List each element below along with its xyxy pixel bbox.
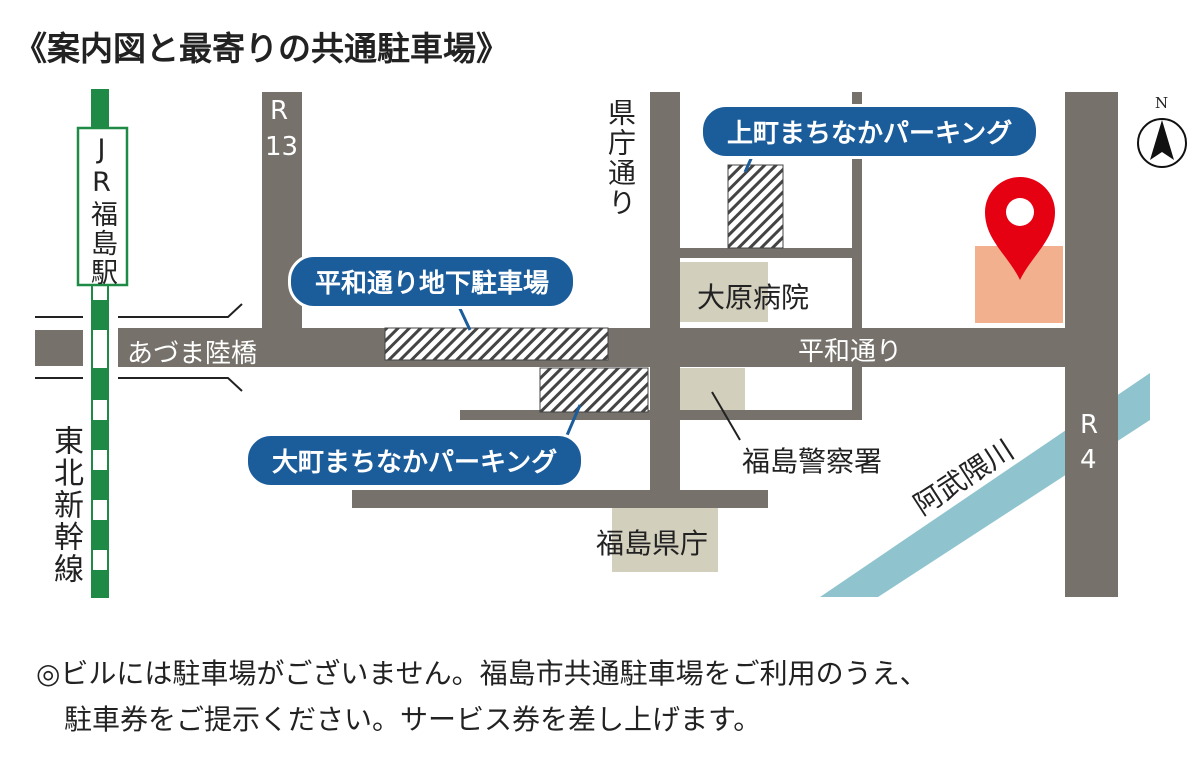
road-thin-h bbox=[680, 248, 862, 258]
road-kencho bbox=[650, 92, 680, 497]
shinkansen-label: 東北新幹線 bbox=[48, 425, 83, 585]
r13-label: R bbox=[270, 96, 289, 126]
page-title: 《案内図と最寄りの共通駐車場》 bbox=[14, 29, 509, 68]
location-pin-icon bbox=[985, 177, 1055, 280]
road-r4 bbox=[1065, 92, 1118, 597]
bridge-lines bbox=[35, 303, 243, 392]
r4-number: 4 bbox=[1080, 445, 1097, 475]
hospital-label: 大原病院 bbox=[697, 281, 810, 314]
r4-label: R bbox=[1080, 410, 1099, 440]
police-leader bbox=[711, 391, 741, 441]
road-azuma-left bbox=[35, 330, 83, 366]
kencho-dori-label: 県庁通り bbox=[604, 98, 637, 218]
parking-kamimachi-label: 上町まちなかパーキング bbox=[700, 104, 1040, 159]
police-label: 福島警察署 bbox=[742, 445, 883, 478]
footer-line-1: ◎ビルには駐車場がございません。福島市共通駐車場をご利用のうえ、 bbox=[36, 657, 928, 690]
parking-omachi-area bbox=[539, 367, 649, 413]
prefecture-building bbox=[612, 508, 718, 572]
road-south bbox=[352, 490, 768, 508]
hospital-building bbox=[680, 262, 768, 322]
parking-heiwa-underground-area bbox=[384, 327, 609, 361]
police-building bbox=[680, 368, 745, 410]
heiwa-dori-label: 平和通り bbox=[798, 337, 903, 367]
parking-omachi-label: 大町まちなかパーキング bbox=[245, 433, 585, 488]
azuma-bridge-label: あづま陸橋 bbox=[127, 339, 258, 369]
r13-number: 13 bbox=[265, 132, 299, 162]
road-thin-v bbox=[852, 92, 862, 415]
parking-kamimachi-area bbox=[727, 164, 784, 249]
parking-heiwa-underground-label: 平和通り地下駐車場 bbox=[288, 254, 577, 309]
compass-north-label: N bbox=[1155, 94, 1169, 112]
rail-stripes bbox=[93, 90, 107, 597]
station-box bbox=[76, 126, 129, 287]
station-label: JR福島駅 bbox=[86, 134, 117, 287]
compass-icon bbox=[1137, 118, 1187, 168]
road-small-h bbox=[460, 410, 862, 420]
footer-line-2: 駐車券をご提示ください。サービス券を差し上げます。 bbox=[64, 703, 762, 736]
prefecture-label: 福島県庁 bbox=[596, 527, 709, 560]
